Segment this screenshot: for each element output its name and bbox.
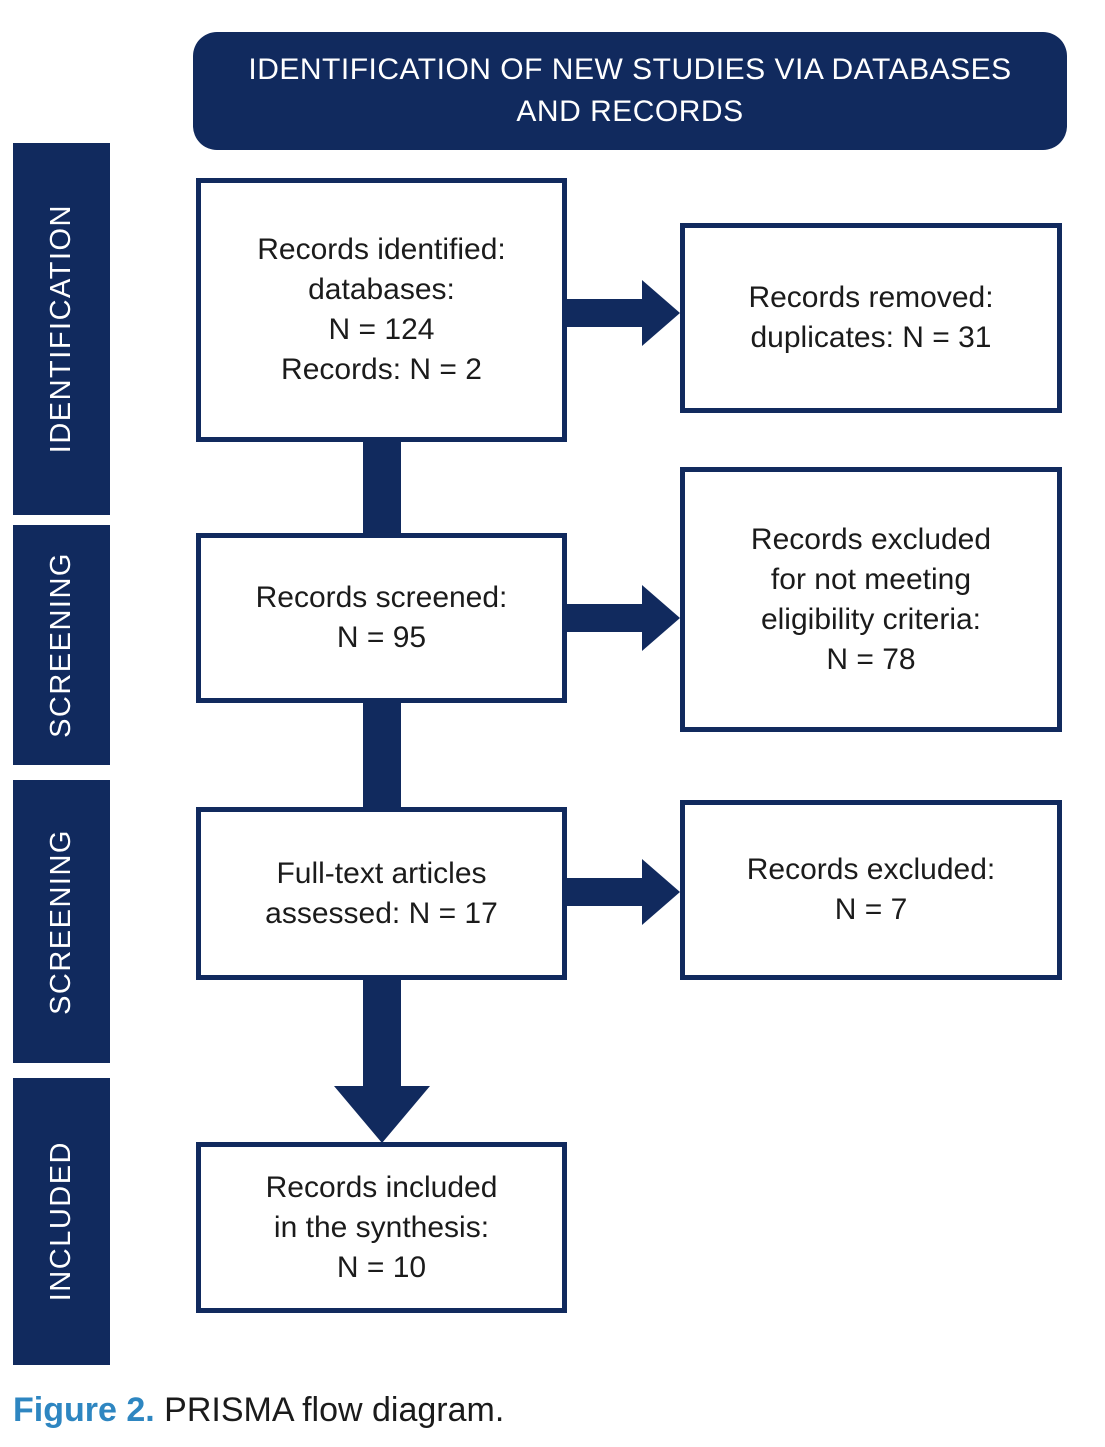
stage-bar-screening-1: SCREENING (13, 525, 110, 765)
box-records-removed: Records removed: duplicates: N = 31 (680, 223, 1062, 413)
box-records-identified: Records identified: databases: N = 124 R… (196, 178, 567, 442)
diagram-title: IDENTIFICATION OF NEW STUDIES VIA DATABA… (248, 53, 1012, 128)
arrow-right-head-icon (642, 280, 680, 346)
box-records-included: Records included in the synthesis: N = 1… (196, 1142, 567, 1313)
stage-bar-screening-2: SCREENING (13, 780, 110, 1063)
arrow-fulltext-to-excluded (567, 859, 680, 925)
arrow-right-head-icon (642, 859, 680, 925)
box-records-identified-text: Records identified: databases: N = 124 R… (257, 233, 506, 386)
arrow-down-head-icon (334, 1086, 430, 1143)
arrow-screened-to-excluded (567, 585, 680, 651)
box-records-excluded-eligibility-text: Records excluded for not meeting eligibi… (750, 522, 992, 676)
arrow-identified-to-removed (567, 280, 680, 346)
box-records-screened: Records screened: N = 95 (196, 533, 567, 703)
stage-label-identification: IDENTIFICATION (45, 204, 77, 454)
box-records-excluded-eligibility: Records excluded for not meeting eligibi… (680, 467, 1062, 732)
arrow-shaft (567, 299, 642, 327)
box-fulltext-assessed-text: Full-text articles assessed: N = 17 (265, 856, 498, 930)
diagram-title-banner: IDENTIFICATION OF NEW STUDIES VIA DATABA… (193, 32, 1067, 150)
box-records-excluded-text: Records excluded: N = 7 (746, 853, 996, 926)
stage-bar-included: INCLUDED (13, 1078, 110, 1365)
arrow-right-head-icon (642, 585, 680, 651)
stage-label-screening-2: SCREENING (45, 828, 77, 1015)
arrow-shaft (567, 604, 642, 632)
connector-screened-to-fulltext (363, 703, 401, 811)
figure-caption-text: PRISMA flow diagram. (154, 1391, 505, 1429)
box-fulltext-assessed: Full-text articles assessed: N = 17 (196, 807, 567, 980)
box-records-included-text: Records included in the synthesis: N = 1… (265, 1170, 498, 1284)
arrow-shaft (567, 878, 642, 906)
connector-fulltext-to-included (363, 980, 401, 1087)
box-records-removed-text: Records removed: duplicates: N = 31 (748, 281, 994, 354)
box-records-excluded: Records excluded: N = 7 (680, 800, 1062, 980)
stage-label-included: INCLUDED (45, 1141, 77, 1302)
box-records-screened-text: Records screened: N = 95 (255, 581, 508, 654)
connector-identified-to-screened (363, 442, 401, 537)
figure-caption: Figure 2. PRISMA flow diagram. (13, 1388, 504, 1432)
stage-label-screening-1: SCREENING (45, 552, 77, 738)
figure-caption-label: Figure 2. (13, 1391, 155, 1429)
stage-bar-identification: IDENTIFICATION (13, 143, 110, 515)
